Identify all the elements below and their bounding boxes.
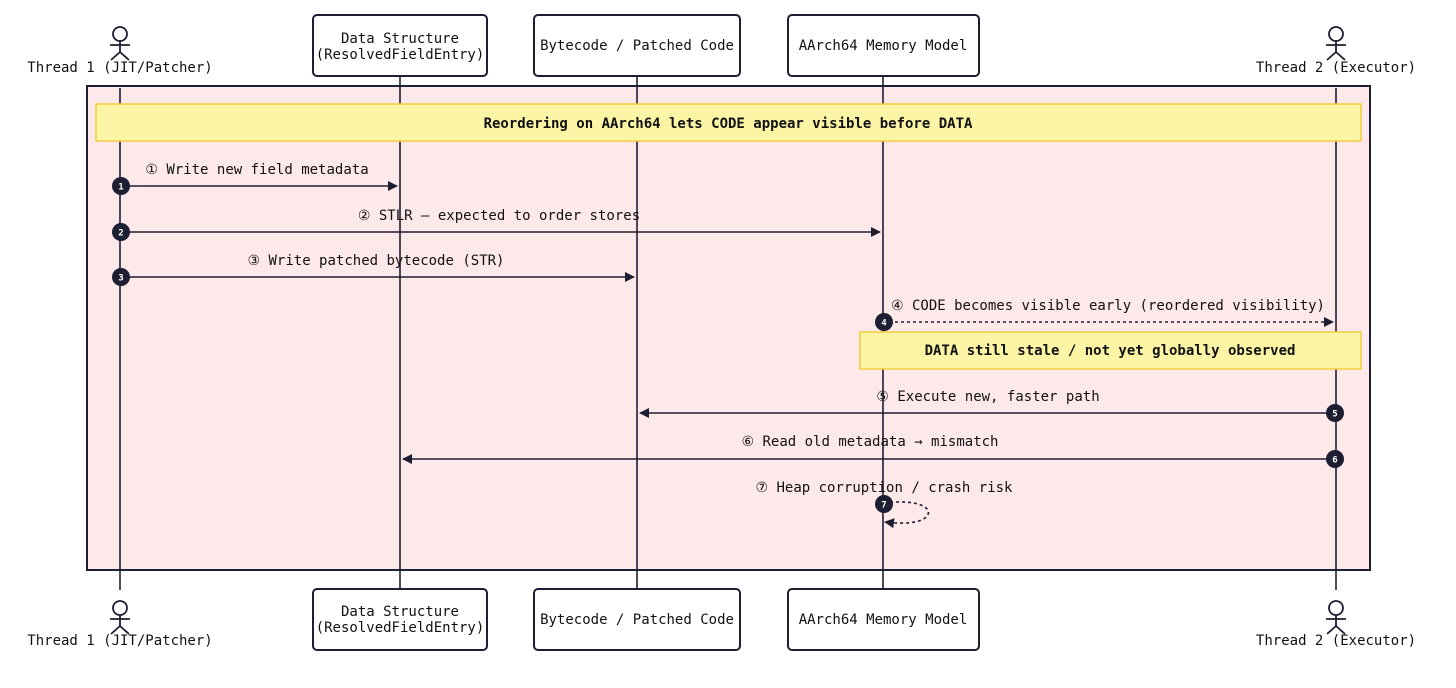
person-icon: [110, 600, 130, 635]
box-memmodel-bottom: AArch64 Memory Model: [787, 588, 980, 651]
box-label-line1: Data Structure: [341, 31, 459, 47]
step-badge: [875, 495, 893, 513]
message-1: ① Write new field metadata 1: [112, 162, 398, 195]
person-icon: [1326, 26, 1346, 61]
step-number: 3: [118, 274, 123, 284]
message-label: ③ Write patched bytecode (STR): [248, 253, 505, 269]
message-6: ⑥ Read old metadata → mismatch 6: [402, 434, 1344, 468]
step-badge: [112, 223, 130, 241]
participants-top: Thread 1 (JIT/Patcher) Data Structure (R…: [27, 14, 1416, 77]
step-number: 6: [1332, 456, 1337, 466]
step-badge: [1326, 450, 1344, 468]
message-label: ⑥ Read old metadata → mismatch: [742, 434, 999, 450]
box-label: Bytecode / Patched Code: [540, 612, 734, 628]
message-4: ④ CODE becomes visible early (reordered …: [875, 298, 1334, 331]
step-number: 7: [881, 501, 886, 511]
box-label-line1: Data Structure: [341, 604, 459, 620]
step-badge: [1326, 404, 1344, 422]
step-number: 2: [118, 229, 123, 239]
box-bytecode-top: Bytecode / Patched Code: [533, 14, 741, 77]
box-data-top: Data Structure (ResolvedFieldEntry): [312, 14, 488, 77]
box-label: AArch64 Memory Model: [799, 38, 968, 54]
box-label: Bytecode / Patched Code: [540, 38, 734, 54]
note-text: Reordering on AArch64 lets CODE appear v…: [484, 116, 973, 132]
step-badge: [112, 177, 130, 195]
box-data-bottom: Data Structure (ResolvedFieldEntry): [312, 588, 488, 651]
actor-thread2-bottom: Thread 2 (Executor): [1256, 600, 1416, 649]
note-text: DATA still stale / not yet globally obse…: [925, 343, 1296, 359]
critical-region: [86, 85, 1371, 571]
actor-label: Thread 1 (JIT/Patcher): [27, 633, 212, 649]
box-label-line2: (ResolvedFieldEntry): [316, 47, 485, 63]
box-bytecode-bottom: Bytecode / Patched Code: [533, 588, 741, 651]
actor-thread1-top: Thread 1 (JIT/Patcher): [27, 26, 213, 76]
actor-label: Thread 2 (Executor): [1256, 60, 1416, 76]
actor-thread1-bottom: Thread 1 (JIT/Patcher): [27, 600, 213, 649]
actor-thread2-top: Thread 2 (Executor): [1256, 26, 1416, 76]
message-label: ② STLR — expected to order stores: [358, 208, 640, 224]
actor-label: Thread 2 (Executor): [1256, 633, 1416, 649]
participants-bottom: Thread 1 (JIT/Patcher) Data Structure (R…: [27, 588, 1416, 651]
note-reordering: Reordering on AArch64 lets CODE appear v…: [95, 103, 1362, 142]
message-7: ⑦ Heap corruption / crash risk 7: [756, 480, 1014, 529]
box-memmodel-top: AArch64 Memory Model: [787, 14, 980, 77]
step-number: 4: [881, 319, 887, 329]
person-icon: [110, 26, 130, 61]
person-icon: [1326, 600, 1346, 635]
actor-label: Thread 1 (JIT/Patcher): [27, 60, 212, 76]
step-number: 1: [118, 183, 123, 193]
message-5: ⑤ Execute new, faster path 5: [639, 389, 1344, 422]
message-label: ① Write new field metadata: [145, 162, 368, 178]
step-badge: [875, 313, 893, 331]
box-label-line2: (ResolvedFieldEntry): [316, 620, 485, 636]
message-label: ④ CODE becomes visible early (reordered …: [891, 298, 1325, 314]
message-2: ② STLR — expected to order stores 2: [112, 208, 881, 241]
message-3: ③ Write patched bytecode (STR) 3: [112, 253, 635, 286]
message-label: ⑦ Heap corruption / crash risk: [756, 480, 1014, 496]
step-number: 5: [1332, 410, 1337, 420]
note-stale: DATA still stale / not yet globally obse…: [859, 331, 1362, 370]
box-label: AArch64 Memory Model: [799, 612, 968, 628]
message-label: ⑤ Execute new, faster path: [876, 389, 1099, 405]
step-badge: [112, 268, 130, 286]
